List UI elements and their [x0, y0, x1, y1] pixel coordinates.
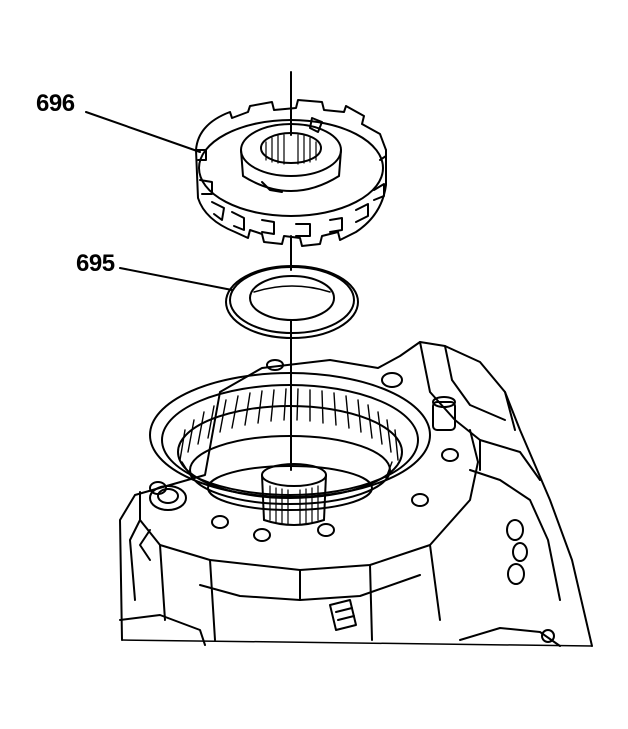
pin-boss: [433, 402, 455, 430]
leader-line-696: [86, 112, 200, 152]
ring-gear-teeth: [180, 389, 398, 478]
callout-label-695: 695: [76, 250, 115, 277]
transmission-case: [120, 342, 592, 646]
callout-label-696: 696: [36, 90, 75, 117]
leader-line-695: [120, 268, 232, 290]
input-shaft: [262, 464, 326, 525]
hub-splines: [266, 135, 316, 164]
